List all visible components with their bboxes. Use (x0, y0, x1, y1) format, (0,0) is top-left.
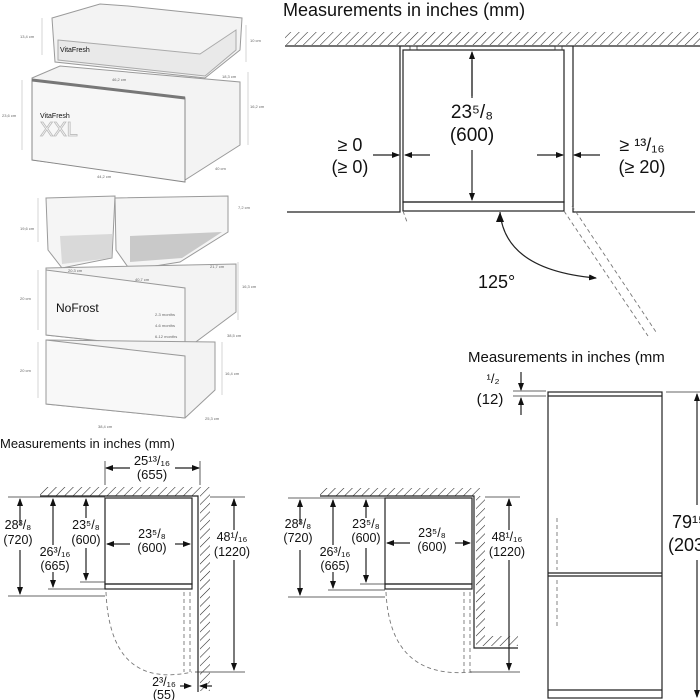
dim-inches: 23⁵/₈ (352, 517, 380, 531)
right-gap-inches: ≥ ¹³/₁₆ (619, 135, 664, 155)
depth-mm: (600) (450, 125, 494, 146)
dim-label: 38,5 cm (227, 333, 242, 338)
dim-mm: (720) (3, 533, 32, 547)
dim-inches: 23⁵/₈ (418, 526, 446, 540)
drawers-illustration: VitaFresh VitaFresh XXL NoFrost 2-3 mont… (2, 3, 265, 429)
height-inches: 79¹⁵ (672, 512, 700, 532)
dim-mm: (720) (283, 531, 312, 545)
dim-mm: (600) (71, 533, 100, 547)
dim-label: 16,3 cm (242, 284, 257, 289)
dim-label: 10 cm (250, 38, 262, 43)
top-gap-mm: (12) (477, 391, 504, 408)
door-swing-dashed (105, 591, 193, 676)
dim-label: 7,2 cm (238, 205, 251, 210)
dim-mm: (1220) (214, 545, 250, 559)
door-outline (402, 201, 565, 212)
drawer-dimensions (21, 18, 249, 398)
corner-plan-diagram-2: 28³/₈ (720) 26³/₁₆ (665) 23⁵/₈ (600) 23⁵… (283, 488, 525, 674)
dim-label: 44,2 cm (97, 174, 112, 179)
dim-label: 40,7 cm (135, 277, 150, 282)
open-door-dashed (563, 205, 657, 337)
dim-label: 16,2 cm (250, 104, 265, 109)
dim-label: 21,7 cm (210, 264, 225, 269)
freezer-baskets (45, 195, 229, 271)
dim-inches: 28³/₈ (5, 518, 32, 532)
dim-label: 25,3 cm (205, 416, 220, 421)
dim-label: 20 cm (20, 368, 32, 373)
front-view-diagram: Measurements in inches (mm ¹/₂ (12) 79¹⁵… (466, 345, 700, 699)
height-mm: (203 (668, 535, 700, 555)
storage-row: 6-12 months (155, 334, 177, 339)
left-gap-mm: (≥ 0) (332, 157, 369, 177)
top-gap-inches: ¹/₂ (487, 371, 500, 386)
dim-inches: 23⁵/₈ (72, 518, 100, 532)
storage-row: 4-6 months (155, 323, 175, 328)
diagram-title: Measurements in inches (mm) (283, 0, 525, 20)
dim-label: 40 cm (215, 166, 227, 171)
storage-row: 2-3 months (155, 312, 175, 317)
bottom-freezer-drawer (45, 339, 216, 419)
nofrost-label: NoFrost (56, 301, 99, 315)
vitafresh-label: VitaFresh (60, 47, 90, 54)
depth-inches: 23⁵/₈ (451, 102, 493, 123)
dim-inches: 26³/₁₆ (40, 545, 71, 559)
dim-inches: 26³/₁₆ (320, 545, 351, 559)
vitafresh-xxl-drawer: VitaFresh XXL (31, 65, 241, 183)
vitafresh-top-drawer: VitaFresh (51, 3, 243, 79)
dim-label: 13,4 cm (20, 34, 35, 39)
corner-plan-diagram: Measurements in inches (mm) 25¹³/₁₆ (655… (0, 436, 250, 700)
dim-mm: (600) (417, 540, 446, 554)
dim-label: 18,3 cm (222, 74, 237, 79)
dim-mm: (1220) (489, 545, 525, 559)
dim-label: 16,4 cm (225, 371, 240, 376)
door-angle: 125° (478, 272, 515, 292)
dim-inches: 48¹/₁₆ (217, 530, 248, 544)
dim-mm: (55) (153, 688, 175, 700)
vitafresh-xxl-brand: VitaFresh (40, 113, 70, 120)
diagram-title: Measurements in inches (mm) (0, 436, 175, 451)
dim-mm: (600) (351, 531, 380, 545)
left-gap-inches: ≥ 0 (338, 135, 363, 155)
dim-inches: 23⁵/₈ (138, 527, 166, 541)
dim-label: 38,4 cm (98, 424, 113, 429)
xxl-label: XXL (40, 119, 78, 141)
dim-inches: 2³/₁₆ (152, 675, 176, 689)
dim-label: 20 cm (20, 296, 32, 301)
diagram-title: Measurements in inches (mm (468, 349, 665, 366)
dim-mm: (665) (40, 559, 69, 573)
dim-inches: 48¹/₁₆ (492, 530, 523, 544)
dim-mm: (600) (137, 541, 166, 555)
dim-mm: (665) (320, 559, 349, 573)
right-gap-mm: (≥ 20) (619, 157, 666, 177)
width-inches: 25¹³/₁₆ (134, 453, 170, 468)
appliance-front (547, 391, 663, 699)
rear-wall-hatch (285, 32, 700, 45)
dim-label: 46,2 cm (112, 77, 127, 82)
dim-label: 23,6 cm (2, 113, 17, 118)
dim-label: 20,3 cm (68, 268, 83, 273)
dim-inches: 28³/₈ (285, 517, 312, 531)
top-plan-diagram: Measurements in inches (mm) 23⁵/₈ (600) … (283, 0, 700, 337)
dim-label: 19,6 cm (20, 226, 35, 231)
width-mm: (655) (137, 467, 167, 482)
nofrost-drawer: NoFrost 2-3 months 4-6 months 6-12 month… (45, 263, 237, 351)
